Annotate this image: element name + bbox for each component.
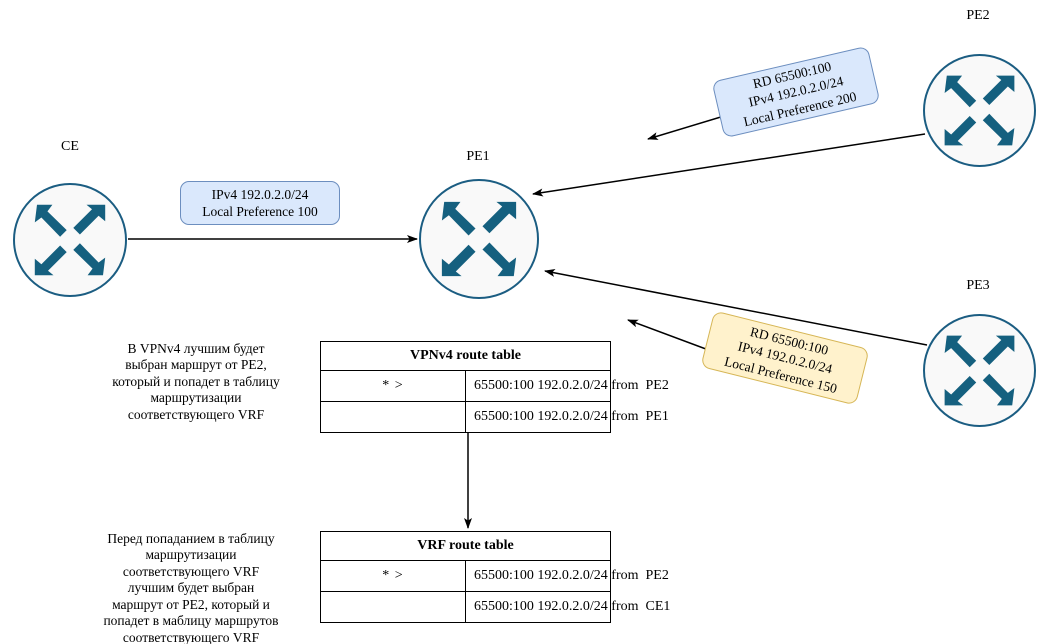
table-row: 65500:100 192.0.2.0/24 from PE1 bbox=[320, 401, 669, 433]
note-line: В VPNv4 лучшим будет bbox=[127, 341, 265, 356]
router-pe2[interactable] bbox=[923, 54, 1036, 167]
note-line: маршрутизации bbox=[150, 390, 242, 406]
route-entry: 65500:100 192.0.2.0/24 from PE2 bbox=[465, 370, 669, 402]
table-row: * > 65500:100 192.0.2.0/24 from PE2 bbox=[320, 370, 669, 402]
callout-pe3-advert: RD 65500:100 IPv4 192.0.2.0/24 Local Pre… bbox=[700, 310, 870, 406]
note-line: выбран маршрут от PE2, bbox=[125, 357, 267, 373]
route-entry: 65500:100 192.0.2.0/24 from PE1 bbox=[465, 401, 669, 433]
table-header-row: VRF route table bbox=[320, 531, 611, 561]
vpnv4-table-title: VPNv4 route table bbox=[320, 341, 611, 371]
note-line: который и попадет в таблицу bbox=[112, 373, 280, 389]
route-entry: 65500:100 192.0.2.0/24 from PE2 bbox=[465, 560, 669, 592]
vpnv4-route-table: VPNv4 route table * > 65500:100 192.0.2.… bbox=[320, 341, 669, 433]
note-line: попадет в маблицу маршрутов bbox=[103, 613, 279, 629]
route-flag: * > bbox=[320, 370, 466, 402]
note-line: соответствующего VRF bbox=[122, 629, 260, 644]
node-label-ce: CE bbox=[61, 139, 79, 154]
vrf-route-table: VRF route table * > 65500:100 192.0.2.0/… bbox=[320, 531, 670, 623]
note-line: маршрутизации bbox=[145, 547, 237, 563]
note-line: лучшим будет выбран bbox=[127, 580, 255, 596]
router-ce[interactable] bbox=[13, 183, 127, 297]
table-row: * > 65500:100 192.0.2.0/24 from PE2 bbox=[320, 560, 669, 592]
note-line: маршрут от PE2, который и bbox=[112, 596, 270, 612]
callout-ce-advert: IPv4 192.0.2.0/24 Local Preference 100 bbox=[180, 181, 340, 225]
node-label-pe1: PE1 bbox=[466, 149, 490, 164]
callout-line: Local Preference 100 bbox=[202, 204, 318, 219]
route-flag bbox=[320, 401, 466, 433]
route-flag: * > bbox=[320, 560, 466, 592]
router-icon bbox=[944, 335, 1015, 406]
router-icon bbox=[441, 201, 517, 277]
table-row: 65500:100 192.0.2.0/24 from CE1 bbox=[320, 591, 670, 623]
table-header-row: VPNv4 route table bbox=[320, 341, 611, 371]
router-icon bbox=[944, 75, 1015, 146]
router-pe3[interactable] bbox=[923, 314, 1036, 427]
note-vrf-selection: Перед попаданием в таблицу маршрутизации… bbox=[60, 531, 322, 644]
router-pe1[interactable] bbox=[419, 179, 539, 299]
route-entry: 65500:100 192.0.2.0/24 from CE1 bbox=[465, 591, 670, 623]
vrf-table-title: VRF route table bbox=[320, 531, 611, 561]
note-line: соответствующего VRF bbox=[122, 563, 260, 579]
callout-pe2-advert: RD 65500:100 IPv4 192.0.2.0/24 Local Pre… bbox=[711, 45, 881, 139]
node-label-pe2: PE2 bbox=[966, 8, 990, 23]
note-line: соответствующего VRF bbox=[127, 406, 265, 422]
note-line: Перед попаданием в таблицу bbox=[107, 531, 275, 546]
link-pe2-pe1 bbox=[532, 133, 926, 197]
node-label-pe3: PE3 bbox=[966, 278, 990, 293]
callout-line: IPv4 192.0.2.0/24 bbox=[211, 186, 309, 202]
route-flag bbox=[320, 591, 466, 623]
note-vpnv4-selection: В VPNv4 лучшим будет выбран маршрут от P… bbox=[65, 341, 327, 423]
router-icon bbox=[34, 204, 106, 276]
